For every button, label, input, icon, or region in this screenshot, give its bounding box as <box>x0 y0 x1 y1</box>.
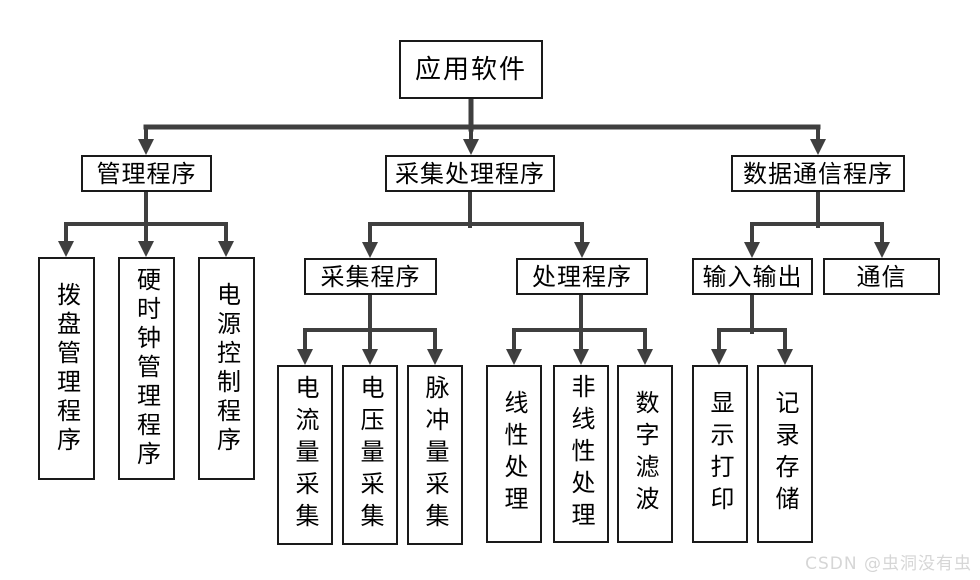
node-label: 数据通信程序 <box>743 159 893 188</box>
node-label: 拨盘管理程序 <box>52 281 81 456</box>
node-processing-program: 处理程序 <box>516 258 648 295</box>
node-label: 非线性处理 <box>567 374 595 534</box>
node-linear-processing: 线性处理 <box>486 365 542 543</box>
node-input-output: 输入输出 <box>692 258 813 295</box>
node-label: 处理程序 <box>532 262 632 291</box>
node-digital-filtering: 数字滤波 <box>617 365 673 543</box>
node-label: 数字滤波 <box>631 390 659 518</box>
node-label: 电压量采集 <box>356 375 384 535</box>
node-label: 管理程序 <box>96 159 197 188</box>
node-label: 采集程序 <box>320 262 421 291</box>
connector-management-to-children <box>58 190 234 257</box>
node-display-print: 显示打印 <box>692 365 748 543</box>
node-data-communication-program: 数据通信程序 <box>731 155 905 192</box>
connector-collection-processing-to-children <box>362 190 590 258</box>
node-label: 线性处理 <box>500 390 528 518</box>
node-management-program: 管理程序 <box>81 155 212 192</box>
connector-processing-to-children <box>506 293 653 365</box>
node-collection-processing-program: 采集处理程序 <box>385 155 555 192</box>
node-label: 显示打印 <box>706 390 734 518</box>
node-label: 采集处理程序 <box>395 159 545 188</box>
node-label: 脉冲量采集 <box>421 375 449 535</box>
node-application-software: 应用软件 <box>399 40 543 99</box>
node-label: 输入输出 <box>702 262 803 291</box>
node-collection-program: 采集程序 <box>304 258 437 295</box>
connector-root-to-level1 <box>138 96 826 155</box>
node-communication: 通信 <box>823 258 940 295</box>
node-label: 应用软件 <box>414 54 527 85</box>
node-pulse-collection: 脉冲量采集 <box>407 365 463 545</box>
node-label: 电源控制程序 <box>212 281 241 456</box>
csdn-watermark: CSDN @虫洞没有虫 <box>805 554 972 574</box>
node-label: 电流量采集 <box>291 375 319 535</box>
node-nonlinear-processing: 非线性处理 <box>553 365 609 543</box>
connector-collection-to-children <box>297 293 443 365</box>
node-label: 通信 <box>856 262 907 291</box>
node-label: 记录存储 <box>771 390 799 518</box>
node-dial-management-program: 拨盘管理程序 <box>38 257 95 480</box>
connector-io-to-children <box>711 293 793 365</box>
node-current-collection: 电流量采集 <box>277 365 333 545</box>
node-voltage-collection: 电压量采集 <box>342 365 398 545</box>
node-label: 硬时钟管理程序 <box>132 267 161 470</box>
connector-data-communication-to-children <box>744 190 890 258</box>
node-record-storage: 记录存储 <box>757 365 813 543</box>
node-hard-clock-management-program: 硬时钟管理程序 <box>118 257 175 480</box>
node-power-control-program: 电源控制程序 <box>198 257 255 480</box>
